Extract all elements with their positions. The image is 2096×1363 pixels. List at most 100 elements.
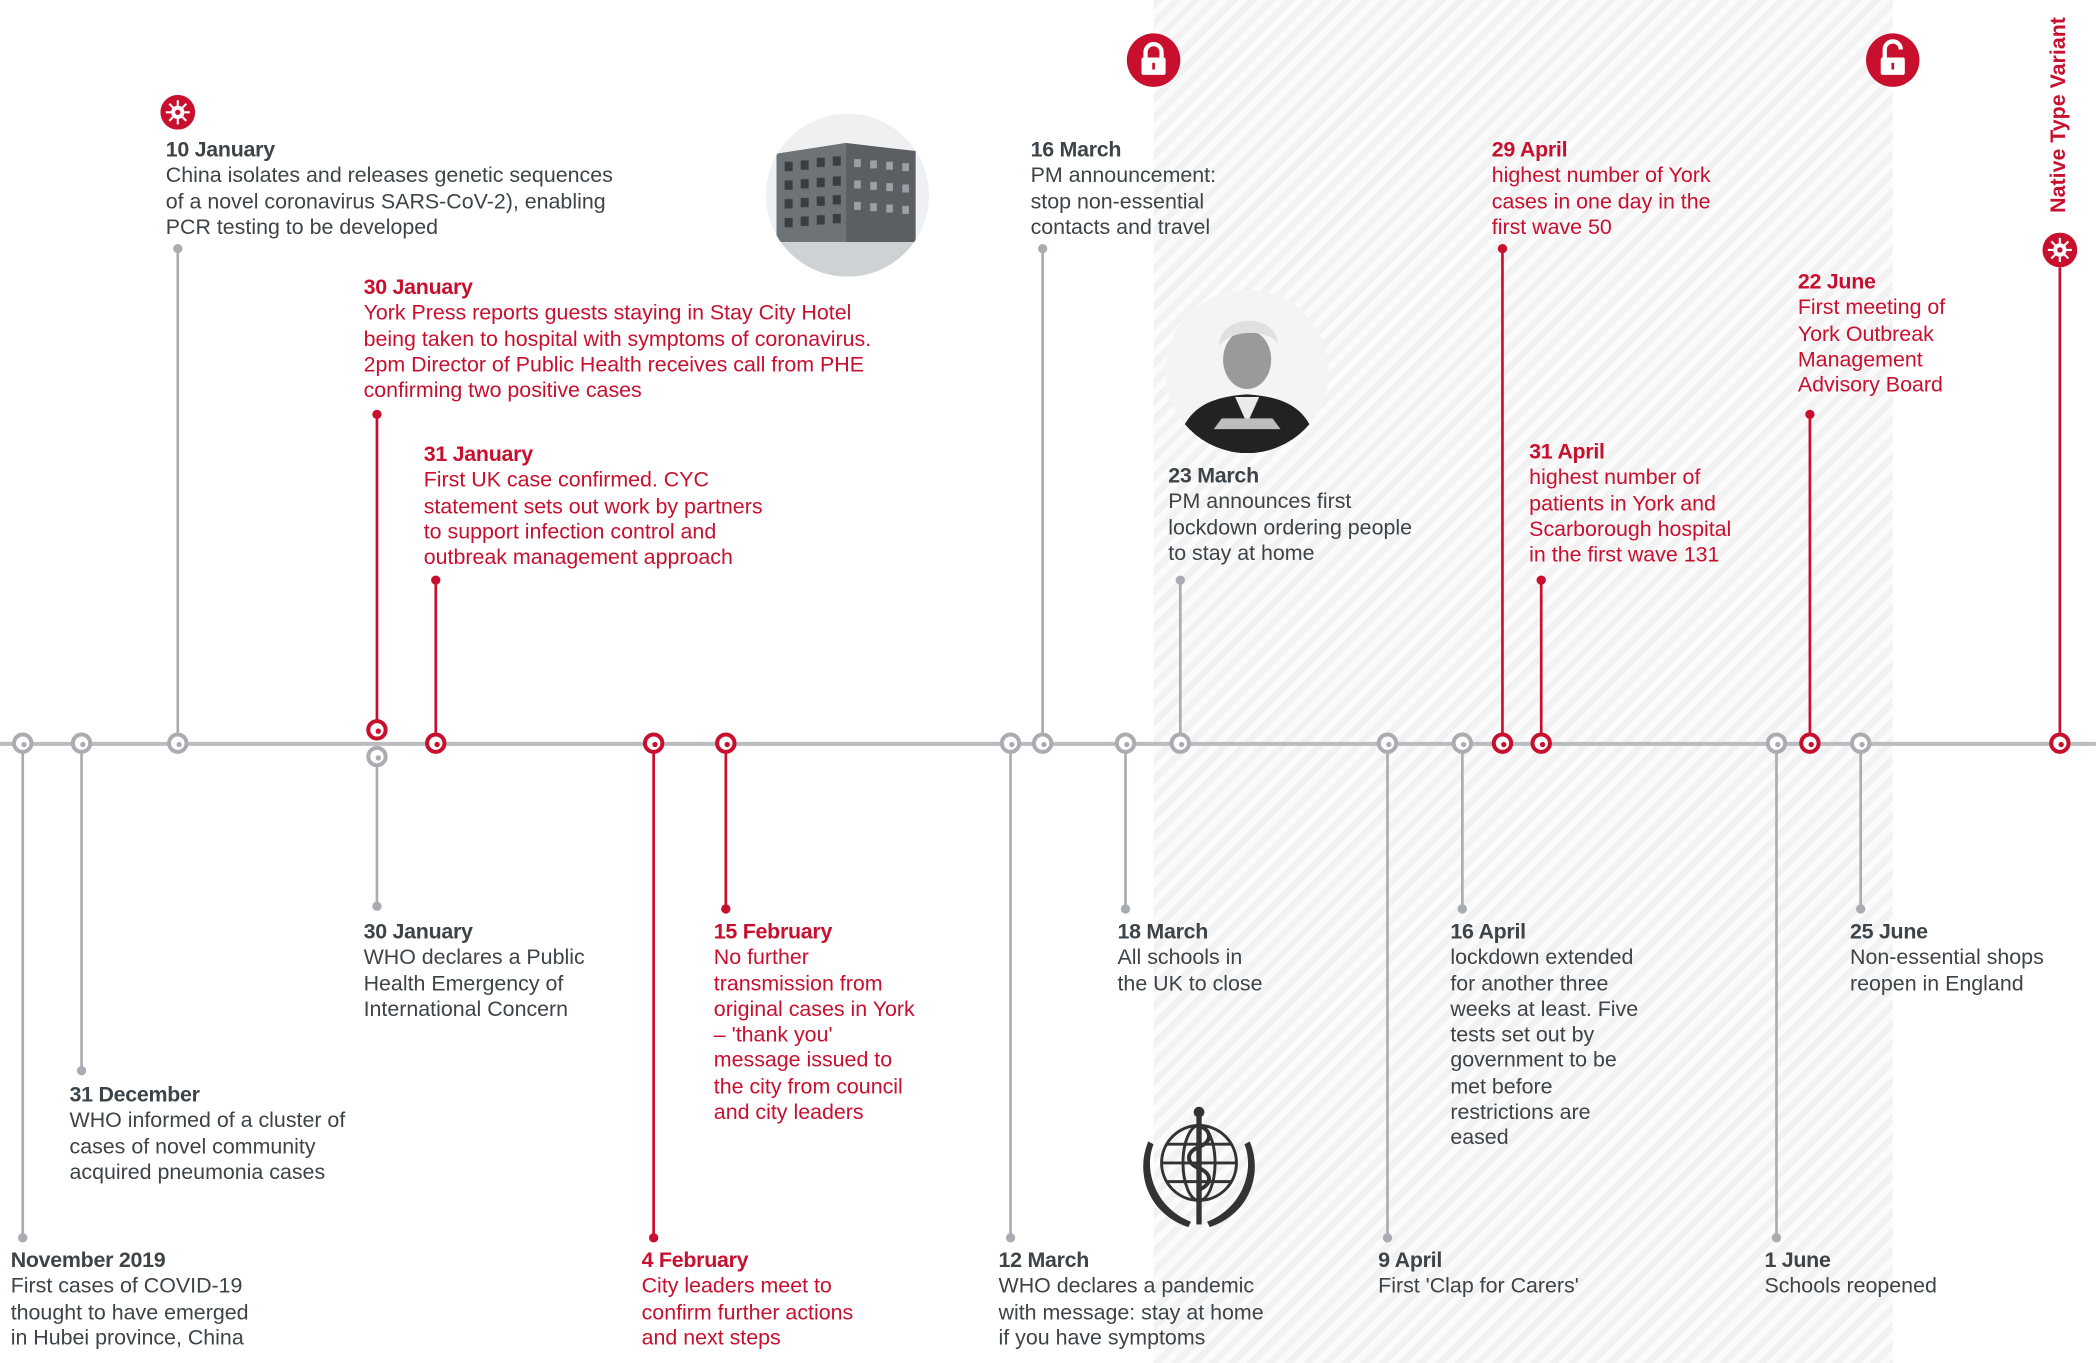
line-end-dot — [1457, 904, 1468, 914]
line-end-dot — [372, 901, 382, 911]
event-10-january: 10 January China isolates and releases g… — [166, 138, 613, 241]
line-end-dot — [372, 409, 382, 420]
event-31-december: 31 December WHO informed of a cluster of… — [70, 1083, 346, 1186]
event-nov-2019: November 2019 First cases of COVID-19 th… — [11, 1248, 249, 1351]
timeline-node — [1849, 732, 1872, 754]
event-date: November 2019 — [10, 1249, 166, 1273]
connector-line — [1501, 248, 1504, 744]
line-end-dot — [1856, 904, 1866, 914]
event-text: WHO declares a Public Health Emergency o… — [363, 946, 585, 1022]
event-text: China isolates and releases genetic sequ… — [165, 164, 613, 240]
timeline-node — [2049, 732, 2071, 754]
line-end-dot — [431, 575, 441, 585]
event-text: First 'Clap for Carers' — [1378, 1275, 1579, 1299]
event-date: 23 March — [1168, 465, 1259, 488]
line-end-dot — [1771, 1233, 1782, 1243]
event-16-april: 16 April lockdown extended for another t… — [1450, 920, 1638, 1152]
event-date: 25 June — [1849, 920, 1928, 944]
connector-line — [1124, 743, 1127, 909]
timeline-node — [642, 732, 665, 754]
event-text: WHO informed of a cluster of cases of no… — [69, 1109, 346, 1185]
event-12-march: 12 March WHO declares a pandemic with me… — [999, 1248, 1264, 1351]
line-end-dot — [648, 1233, 659, 1243]
timeline-node — [1451, 732, 1474, 754]
line-end-dot — [1382, 1233, 1393, 1243]
event-date: 15 February — [713, 920, 833, 944]
event-text: PM announcement: stop non-essential cont… — [1030, 164, 1217, 240]
event-date: 16 March — [1030, 139, 1122, 162]
timeline-node — [1491, 732, 1514, 754]
connector-line — [176, 248, 180, 744]
native-type-variant-label: Native Type Variant — [2047, 17, 2071, 213]
timeline-node — [70, 732, 93, 754]
event-1-june: 1 June Schools reopened — [1764, 1248, 1936, 1300]
event-date: 30 January — [363, 276, 473, 300]
event-4-february: 4 February City leaders meet to confirm … — [642, 1248, 854, 1351]
timeline-node — [1114, 732, 1137, 754]
connector-line — [80, 743, 83, 1071]
event-31-january: 31 January First UK case confirmed. CYC … — [424, 442, 763, 571]
event-date: 9 April — [1378, 1249, 1443, 1273]
event-text: City leaders meet to confirm further act… — [641, 1275, 854, 1350]
virus-icon — [2042, 232, 2078, 268]
connector-line — [1859, 743, 1863, 909]
event-30-january-who: 30 January WHO declares a Public Health … — [364, 920, 585, 1023]
connector-line — [1041, 248, 1044, 744]
event-text: Non-essential shops reopen in England — [1849, 946, 2044, 996]
event-30-january-york: 30 January York Press reports guests sta… — [364, 275, 872, 404]
event-text: First UK case confirmed. CYC statement s… — [423, 469, 763, 570]
line-end-dot — [1175, 575, 1185, 585]
event-29-april: 29 April highest number of York cases in… — [1492, 138, 1711, 241]
connector-line — [1461, 743, 1464, 909]
event-9-april: 9 April First 'Clap for Carers' — [1378, 1248, 1579, 1300]
event-date: 12 March — [998, 1249, 1090, 1273]
event-date: 30 January — [363, 920, 473, 944]
event-date: 4 February — [641, 1249, 749, 1273]
event-date: 31 April — [1529, 441, 1605, 464]
event-date: 29 April — [1491, 139, 1568, 162]
event-text: highest number of patients in York and S… — [1529, 466, 1732, 568]
lock-closed-icon — [1126, 33, 1181, 87]
timeline-node — [1530, 732, 1552, 754]
line-end-dot — [1497, 243, 1508, 254]
line-end-dot — [18, 1233, 28, 1243]
timeline-node — [1169, 732, 1191, 754]
connector-line — [2058, 267, 2062, 744]
connector-line — [1775, 743, 1778, 1238]
timeline-node — [1799, 732, 1821, 754]
event-date: 16 April — [1450, 920, 1526, 944]
connector-line — [1386, 743, 1389, 1238]
event-25-june: 25 June Non-essential shops reopen in En… — [1850, 920, 2044, 997]
event-text: No further transmission from original ca… — [713, 946, 915, 1125]
connector-line — [1539, 580, 1543, 744]
timeline-node — [1376, 732, 1399, 754]
event-31-april: 31 April highest number of patients in Y… — [1529, 440, 1731, 569]
event-22-june: 22 June First meeting of York Outbreak M… — [1798, 270, 1945, 399]
event-text: Schools reopened — [1764, 1275, 1937, 1299]
event-text: First meeting of York Outbreak Managemen… — [1797, 297, 1946, 398]
event-date: 1 June — [1764, 1249, 1831, 1273]
connector-line — [1009, 743, 1012, 1238]
line-end-dot — [1536, 575, 1546, 585]
line-end-dot — [1805, 409, 1815, 420]
connector-line — [652, 743, 655, 1238]
lockdown-period-band — [1153, 0, 1893, 1363]
timeline-node — [1765, 732, 1788, 754]
line-end-dot — [1005, 1233, 1016, 1243]
connector-line — [1178, 580, 1182, 744]
event-text: First cases of COVID-19 thought to have … — [10, 1275, 249, 1350]
connector-line — [724, 743, 728, 909]
connector-line — [1808, 414, 1812, 744]
timeline-node — [12, 732, 34, 754]
event-date: 18 March — [1117, 920, 1209, 944]
lock-open-icon — [1866, 33, 1920, 87]
event-text: lockdown extended for another three week… — [1450, 946, 1639, 1151]
connector-line — [375, 414, 379, 730]
prime-minister-portrait-image — [1165, 290, 1329, 454]
timeline-node — [366, 719, 388, 741]
timeline-node — [366, 745, 388, 768]
connector-line — [21, 743, 25, 1238]
event-date: 22 June — [1797, 271, 1876, 295]
line-end-dot — [76, 1066, 87, 1076]
